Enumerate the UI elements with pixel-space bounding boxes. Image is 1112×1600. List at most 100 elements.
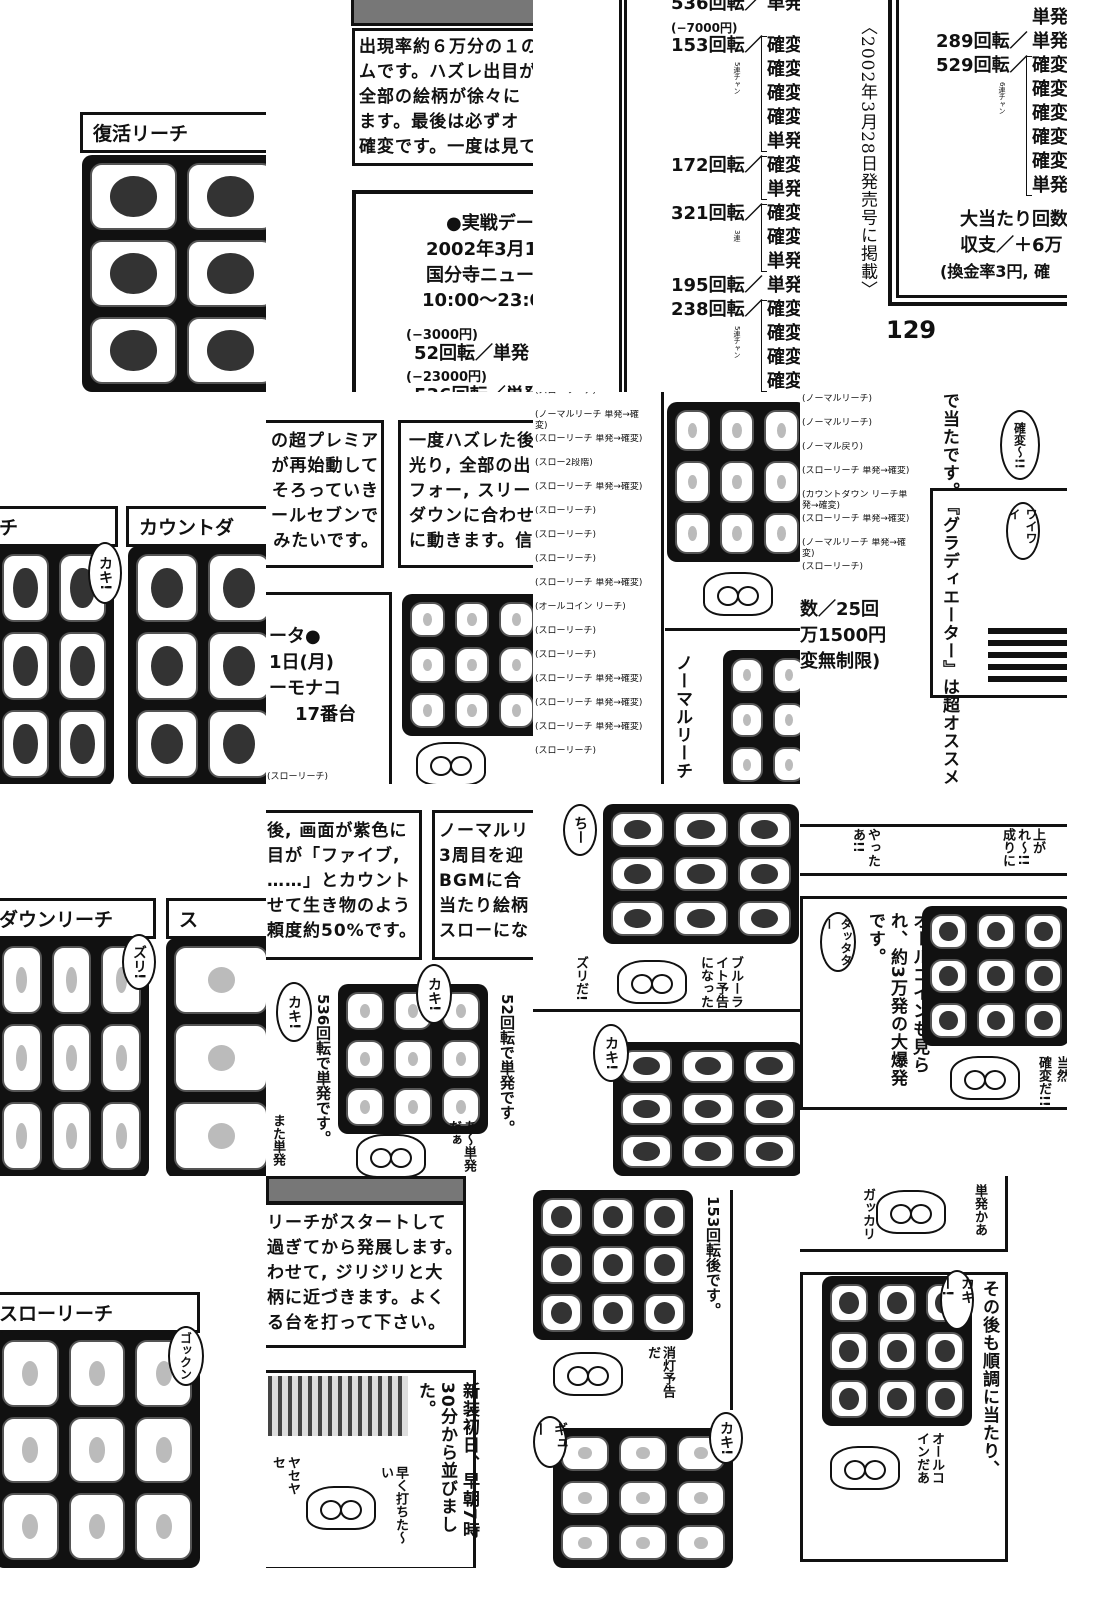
speech-text: あ〜単発だぁ (446, 1120, 476, 1172)
speech-text: やったあ!! (850, 828, 880, 867)
reel-symbol (977, 958, 1015, 994)
data-line: ータ● (269, 626, 321, 647)
result-value: 確変 (1032, 55, 1067, 76)
publication-note: 〈2002年3月28日発売号に掲載〉 (857, 18, 877, 299)
slot-reels (613, 1042, 800, 1176)
summary-line: 数／25回 (800, 599, 880, 620)
speech-text: ヤセヤセ (270, 1456, 300, 1495)
tile-r1c0: チ カウントダ カキ! (0, 392, 267, 784)
reel-symbol (2, 1102, 42, 1170)
tile-r3c0: スローリーチ ゴックン (0, 1176, 267, 1568)
reel-symbol (136, 710, 198, 778)
reach-header: ス (166, 898, 267, 939)
reel-symbol (561, 1525, 609, 1560)
panel-frame (800, 896, 1067, 1110)
streak-note: 5連チャン (733, 62, 741, 95)
text-line: 当たり絵柄 (439, 896, 529, 916)
reel-symbol (737, 812, 791, 847)
reel-symbol (136, 554, 198, 622)
caption-vertical: 『グラディエーター』は超オススメの新台です。 (939, 498, 959, 784)
tile-r1c2: (スローリーチ)(ノーマルリーチ 単発→確変)(スローリーチ 単発→確変)(スロ… (533, 392, 800, 784)
summary-line: 収支／＋6万 (960, 235, 1063, 256)
reel-symbol (346, 992, 384, 1030)
reel-symbol (2, 710, 49, 778)
speech-text: 単発かあ (972, 1184, 987, 1236)
reach-label: (カウントダウン リーチ単発→確変) (802, 490, 908, 511)
speech-text: オールコインだあ (914, 1432, 944, 1484)
result-value: 確変 (1032, 151, 1067, 172)
reel-symbol (561, 1480, 609, 1516)
result-value: 単発 (1032, 7, 1067, 28)
reel-symbol (731, 747, 763, 782)
reach-label: (スローリーチ 単発→確変) (802, 466, 910, 476)
reach-label: (スローリーチ) (535, 650, 597, 660)
reel-symbol (2, 554, 49, 622)
reel-symbol (643, 1246, 685, 1284)
spin-count: (−7000円) (671, 21, 738, 35)
spin-count: 536回転／ (671, 0, 763, 14)
crowd-illustration (268, 1376, 408, 1436)
panel-frame (266, 1370, 476, 1568)
reel-symbol (101, 1024, 141, 1092)
bracket (761, 204, 767, 272)
panel-frame (800, 1272, 1008, 1562)
reel-symbol (410, 692, 445, 728)
reel-symbol (611, 812, 665, 847)
result-value: 確変 (767, 203, 800, 224)
slot-reels (0, 938, 149, 1176)
character-face (553, 1352, 623, 1396)
speech-bubble: カキ! (416, 964, 452, 1024)
description-box: 一度ハズレた後 光り, 全部の出 フォー, スリー ダウンに合わせ に動きます。… (398, 420, 533, 568)
streak-note: 5連チャン (733, 326, 741, 359)
reel-symbol (208, 554, 267, 622)
data-balance: (−3000円) (406, 328, 478, 343)
reel-symbol (773, 702, 800, 738)
reel-symbol (442, 1040, 480, 1078)
tile-r3c3: ガッカリ 単発かあ カキー! その後も順調に当たり、 オールコインだあ (800, 1176, 1067, 1568)
reach-label: (ノーマル戻り) (802, 442, 864, 452)
tile-r2c2: ちー ズリだ! ブルーライト予告になった カキ! (533, 784, 800, 1176)
character-face (830, 1446, 900, 1490)
caption-vertical: 536回転で単発です。 (314, 994, 332, 1146)
text-line: みたいです。 (273, 531, 379, 551)
reel-symbol (926, 1380, 964, 1418)
spin-count: 289回転／ (936, 31, 1028, 52)
text-line: ムです。ハズレ出目が (359, 62, 533, 82)
tile-r0c0: 復活リーチ (0, 0, 267, 392)
reel-symbol (682, 1135, 734, 1168)
result-value: 単発 (1032, 31, 1067, 52)
reel-symbol (2, 946, 42, 1014)
reel-symbol (499, 692, 533, 728)
reel-symbol (743, 1135, 795, 1168)
result-value: 単発 (767, 275, 800, 296)
reel-symbol (394, 1040, 432, 1078)
panel-strip (800, 824, 1067, 876)
speech-bubble: カキ! (593, 1024, 629, 1082)
reach-label: (スローリーチ 単発→確変) (535, 578, 643, 588)
speech-bubble: 確変〜!! (1000, 410, 1040, 480)
reel-symbol (674, 901, 728, 936)
reach-label-list: (スローリーチ)(ノーマルリーチ 単発→確変)(スローリーチ 単発→確変)(スロ… (535, 392, 645, 770)
reel-symbol (174, 1102, 267, 1170)
reel-symbol (592, 1294, 634, 1332)
tile-r3c1: リーチがスタートして 過ぎてから発展します。 わせて, ジリジリと大 柄に近づき… (266, 1176, 533, 1568)
reel-symbol (90, 317, 177, 384)
reel-symbol (719, 512, 755, 554)
reach-label-list: (ノーマルリーチ)(ノーマルリーチ)(ノーマル戻り)(スローリーチ 単発→確変)… (802, 394, 912, 586)
bracket (761, 36, 767, 152)
text-line: わせて, ジリジリと大 (267, 1263, 444, 1283)
tile-r2c1: 後, 画面が紫色に 目が「ファイブ, ……」とカウント せて生き物のよう 頼度約… (266, 784, 533, 1176)
reel-symbol (410, 602, 445, 638)
reach-label: (スローリーチ 単発→確変) (535, 434, 643, 444)
reel-symbol (621, 1135, 673, 1168)
character-face (876, 1190, 946, 1234)
text-line: リーチがスタートして (267, 1213, 447, 1233)
result-value: 単発 (1032, 175, 1067, 196)
reel-symbol (541, 1198, 583, 1236)
data-date: 2002年3月1 (426, 239, 533, 260)
reel-symbol (499, 602, 533, 638)
reel-symbol (621, 1092, 673, 1126)
tile-r1c1: の超プレミア が再始動して そろっていき ールセブンで みたいです。 一度ハズレ… (266, 392, 533, 784)
result-value: 確変 (767, 323, 800, 344)
